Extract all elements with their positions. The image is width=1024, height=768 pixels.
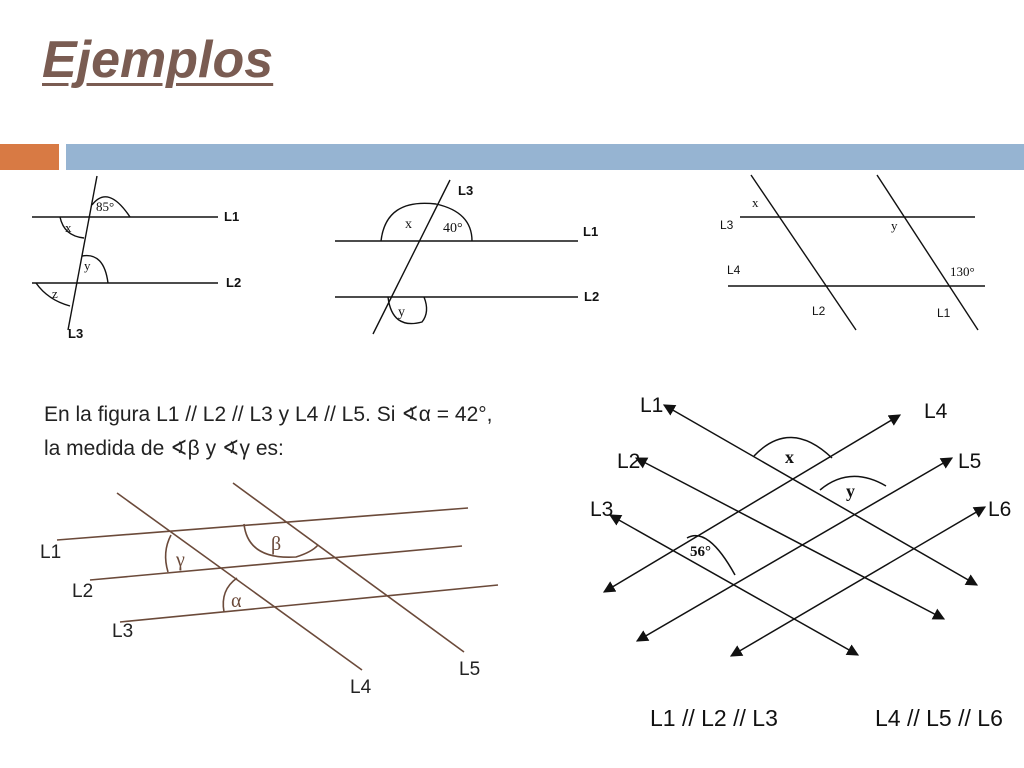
fig3-label-130: 130° [950, 264, 975, 279]
fig2-label-40: 40° [443, 221, 463, 236]
fig5-label-56: 56° [690, 544, 711, 560]
fig4-line-l1 [56, 507, 469, 541]
fig5-label-y: y [846, 481, 855, 501]
fig4-label-gamma: γ [175, 549, 185, 571]
fig2-label-y: y [398, 305, 405, 320]
fig1-arc-z [35, 282, 71, 307]
fig4-line-l4 [116, 492, 363, 671]
fig3-line-l2 [750, 174, 857, 331]
fig3-label-l1: L1 [937, 306, 951, 320]
fig5-arc-56 [686, 534, 736, 576]
fig3-label-x: x [752, 195, 759, 210]
figure-5 [602, 404, 987, 657]
fig5-label-l2: L2 [617, 450, 640, 473]
fig4-label-alpha: α [231, 590, 242, 612]
fig3-label-y: y [891, 218, 898, 233]
fig2-label-x: x [405, 217, 412, 232]
fig4-label-l3: L3 [112, 621, 133, 642]
accent-bar-blue [66, 144, 1024, 170]
fig2-arc-y [387, 296, 428, 325]
fig4-arc-beta [243, 523, 319, 558]
problem-statement: En la figura L1 // L2 // L3 y L4 // L5. … [44, 398, 492, 466]
slide-title: Ejemplos [42, 31, 274, 89]
fig1-label-y: y [84, 258, 91, 273]
fig1-label-85: 85° [96, 199, 114, 214]
problem-line-1: En la figura L1 // L2 // L3 y L4 // L5. … [44, 403, 493, 426]
fig5-label-l1: L1 [640, 394, 663, 417]
fig1-arc-x [59, 216, 85, 239]
fig4-label-beta: β [271, 533, 281, 555]
fig5-line-l4 [602, 414, 902, 593]
fig5-line-l6 [729, 506, 987, 657]
fig5-line-l2 [634, 457, 946, 620]
fig1-line-l3 [67, 175, 98, 331]
fig5-arc-y [819, 475, 887, 491]
fig1-label-x: x [65, 220, 72, 235]
fig5-label-l6: L6 [988, 498, 1011, 521]
fig1-label-z: z [52, 286, 58, 301]
fig2-arc-40 [435, 203, 473, 242]
accent-bar-orange [0, 144, 59, 170]
fig1-arc-y [81, 254, 109, 284]
figure-4 [56, 482, 499, 671]
fig2-arc-x [380, 202, 437, 242]
fig4-line-l3 [119, 584, 499, 623]
fig1-label-l2: L2 [226, 275, 241, 290]
fig4-arc-alpha [222, 577, 238, 613]
fig3-line-l1 [876, 174, 979, 331]
fig4-label-l5: L5 [459, 659, 480, 680]
fig1-label-l3: L3 [68, 326, 83, 341]
fig4-label-l1: L1 [40, 542, 61, 563]
fig4-line-l5 [232, 482, 465, 653]
fig1-label-l1: L1 [224, 209, 239, 224]
figure-3 [728, 174, 985, 331]
problem-line-2: la medida de ∢β y ∢γ es: [44, 437, 284, 460]
fig4-label-l2: L2 [72, 581, 93, 602]
fig4-line-l2 [89, 545, 463, 581]
fig5-label-l3: L3 [590, 498, 613, 521]
figure-2 [335, 179, 578, 335]
parallel-note-l1-l3: L1 // L2 // L3 [650, 705, 778, 731]
fig5-label-l4: L4 [924, 400, 948, 423]
fig5-label-x: x [785, 447, 794, 467]
fig2-label-l3: L3 [458, 183, 473, 198]
fig4-arc-gamma [164, 534, 172, 573]
figure-1 [32, 175, 218, 331]
fig2-line-l3 [372, 179, 451, 335]
fig1-arc-85 [91, 196, 131, 218]
fig3-label-l3: L3 [720, 218, 734, 232]
fig3-label-l2: L2 [812, 304, 826, 318]
parallel-note-l4-l6: L4 // L5 // L6 [875, 705, 1003, 731]
fig5-label-l5: L5 [958, 450, 981, 473]
fig3-label-l4: L4 [727, 263, 741, 277]
fig4-label-l4: L4 [350, 677, 372, 698]
fig2-label-l1: L1 [583, 224, 598, 239]
fig2-label-l2: L2 [584, 289, 599, 304]
fig5-arc-x [753, 436, 833, 459]
fig5-line-l5 [635, 457, 954, 642]
